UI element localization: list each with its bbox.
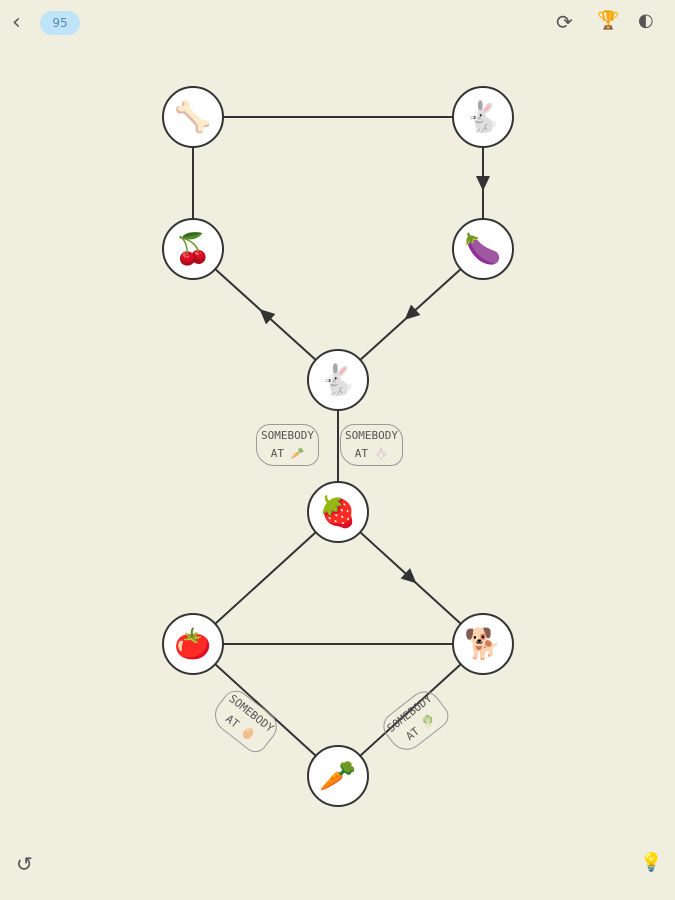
node-strawberry[interactable]: 🍓: [307, 481, 369, 543]
refresh-icon[interactable]: ⟳: [556, 10, 573, 34]
label-line2: AT 🧄: [354, 447, 389, 460]
edge-arrow: [259, 309, 276, 325]
node-carrot[interactable]: 🥕: [307, 745, 369, 807]
strawberry-icon: 🍓: [319, 494, 357, 530]
node-eggplant[interactable]: 🍆: [452, 218, 514, 280]
somebody-at-label: SOMEBODY AT 🥕: [256, 424, 319, 466]
eggplant-icon: 🍆: [464, 231, 502, 267]
node-dog[interactable]: 🐕: [452, 613, 514, 675]
back-chevron-icon[interactable]: ‹: [12, 10, 21, 35]
edge-arrow: [476, 176, 490, 191]
carrot-icon: 🥕: [319, 758, 357, 794]
node-rabbit-center[interactable]: 🐇: [307, 349, 369, 411]
rabbit-top-icon: 🐇: [464, 99, 502, 135]
edge-arrow: [404, 304, 421, 320]
label-line1: SOMEBODY: [345, 429, 398, 442]
node-bone[interactable]: 🦴: [162, 86, 224, 148]
label-item-icon: 🥬: [419, 712, 438, 731]
level-badge[interactable]: 95: [40, 11, 80, 35]
dog-icon: 🐕: [464, 626, 502, 662]
label-item-icon: 🧄: [374, 447, 389, 460]
edge: [192, 511, 339, 645]
cherries-icon: 🍒: [174, 231, 212, 267]
brain-icon[interactable]: ◐: [638, 10, 654, 31]
edge-arrow: [400, 568, 417, 584]
edge: [192, 643, 339, 777]
somebody-at-label: SOMEBODY AT 🧄: [340, 424, 403, 466]
label-item-icon: 🥕: [290, 447, 305, 460]
label-line1: SOMEBODY: [261, 429, 314, 442]
trophy-icon[interactable]: 🏆: [597, 10, 620, 31]
label-line2: AT 🥕: [270, 447, 305, 460]
node-cherries[interactable]: 🍒: [162, 218, 224, 280]
bone-icon: 🦴: [174, 99, 212, 135]
node-rabbit-top[interactable]: 🐇: [452, 86, 514, 148]
edge: [337, 643, 484, 777]
node-tomato[interactable]: 🍅: [162, 613, 224, 675]
label-item-icon: 🥚: [238, 724, 258, 744]
rabbit-center-icon: 🐇: [319, 362, 357, 398]
lightbulb-icon[interactable]: 💡: [640, 852, 663, 873]
tomato-icon: 🍅: [174, 626, 212, 662]
undo-icon[interactable]: ↺: [16, 852, 33, 876]
